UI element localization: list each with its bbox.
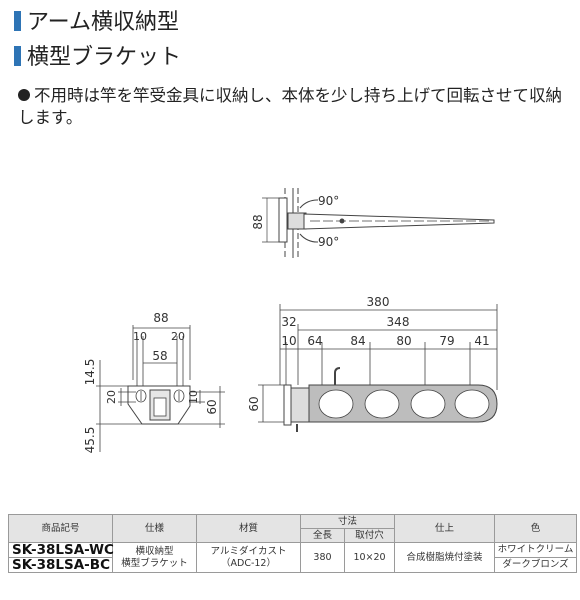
heading-bar-icon — [14, 46, 21, 66]
side-segment-label: 10 — [281, 334, 296, 348]
top-height-label: 88 — [251, 214, 265, 229]
finish-cell: 合成樹脂焼付塗装 — [394, 542, 496, 573]
side-view-diagram — [258, 304, 498, 432]
color-cell: ダークブロンズ — [494, 557, 578, 573]
header-mount-hole: 取付穴 — [343, 528, 396, 543]
side-segment-label: 84 — [350, 334, 365, 348]
table-row: SK-38LSA-WC 横収納型横型ブラケット アルミダイカスト（ADC-12）… — [8, 542, 578, 573]
top-view-diagram — [262, 188, 495, 258]
bullet-icon — [18, 89, 30, 101]
color-cell: ホワイトクリーム — [494, 542, 578, 558]
heading-text: 横型ブラケット — [27, 45, 182, 70]
spec-line: 横収納型 — [135, 545, 174, 557]
material-line: （ADC-12） — [221, 557, 276, 569]
material-line: アルミダイカスト — [210, 545, 287, 557]
side-segment-label: 80 — [396, 334, 411, 348]
header-length: 全長 — [300, 528, 345, 543]
front-slot-height-label: 20 — [105, 390, 118, 404]
model-cell: SK-38LSA-WC — [8, 542, 114, 558]
spec-line: 横型ブラケット — [121, 557, 188, 569]
front-bottom-height-label: 45.5 — [83, 427, 97, 454]
side-bracket-length-label: 32 — [281, 315, 296, 329]
front-left-offset-label: 10 — [133, 330, 147, 343]
heading-arm-storage: アーム横収納型 — [14, 10, 179, 36]
front-width-label: 88 — [153, 311, 168, 325]
side-segment-label: 41 — [474, 334, 489, 348]
side-arm-length-label: 348 — [387, 315, 410, 329]
front-inner-width-label: 58 — [152, 349, 167, 363]
front-top-height-label: 14.5 — [83, 359, 97, 386]
heading-bar-icon — [14, 11, 21, 31]
header-spec: 仕様 — [112, 514, 197, 543]
table-row: SK-38LSA-BC ダークブロンズ — [8, 557, 578, 573]
front-view-diagram — [96, 325, 225, 452]
header-finish: 仕上 — [394, 514, 496, 543]
header-model: 商品記号 — [8, 514, 113, 543]
description: 不用時は竿を竿受金具に収納し、本体を少し持ち上げて回転させて収納します。 — [18, 85, 568, 129]
model-cell: SK-38LSA-BC — [8, 557, 113, 573]
heading-bracket-type: 横型ブラケット — [14, 45, 181, 71]
table-header-row: 商品記号 仕様 材質 寸法 仕上 色 — [8, 514, 578, 543]
description-text: 不用時は竿を竿受金具に収納し、本体を少し持ち上げて回転させて収納します。 — [18, 86, 562, 127]
front-right-offset-label: 20 — [171, 330, 185, 343]
header-color: 色 — [494, 514, 578, 543]
length-cell: 380 — [300, 542, 345, 573]
side-segment-label: 64 — [307, 334, 322, 348]
front-body-height-label: 60 — [205, 399, 219, 414]
angle-top-label: 90° — [318, 194, 339, 208]
header-material: 材質 — [196, 514, 301, 543]
material-cell: アルミダイカスト（ADC-12） — [196, 542, 301, 573]
side-total-length-label: 380 — [367, 295, 390, 309]
heading-text: アーム横収納型 — [27, 10, 180, 35]
angle-bottom-label: 90° — [318, 235, 339, 249]
front-slot-offset-label: 10 — [187, 390, 200, 404]
side-segment-label: 79 — [439, 334, 454, 348]
side-height-label: 60 — [247, 396, 261, 411]
spec-table: 商品記号 仕様 材質 寸法 仕上 色 全長 取付穴 SK-38LSA-WC 横収… — [8, 514, 578, 573]
header-dimensions: 寸法 — [299, 514, 396, 529]
spec-cell: 横収納型横型ブラケット — [112, 542, 197, 573]
mount-hole-cell: 10×20 — [343, 542, 396, 573]
